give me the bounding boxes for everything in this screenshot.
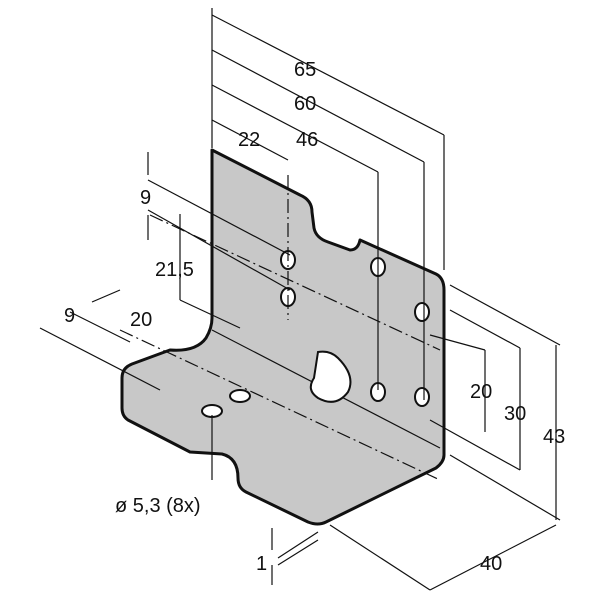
dim-22: 22	[238, 129, 260, 151]
dim-20-height: 20	[470, 381, 492, 403]
dim-9-left: 9	[64, 305, 75, 327]
center-cutout	[309, 350, 352, 403]
dim-21-5: 21,5	[155, 259, 194, 281]
center-lines	[119, 175, 441, 481]
dim-30: 30	[504, 403, 526, 425]
dim-65: 65	[294, 59, 316, 81]
dim-43: 43	[543, 426, 565, 448]
dim-40: 40	[480, 553, 502, 575]
dim-9-top: 9	[140, 187, 151, 209]
hole-note: ø 5,3 (8x)	[115, 495, 201, 517]
dim-20-depth: 20	[130, 309, 152, 331]
dim-1-thickness: 1	[256, 553, 267, 575]
bracket-plate	[120, 148, 446, 526]
dim-46: 46	[296, 129, 318, 151]
dim-60: 60	[294, 93, 316, 115]
dimension-lines	[39, 8, 561, 591]
